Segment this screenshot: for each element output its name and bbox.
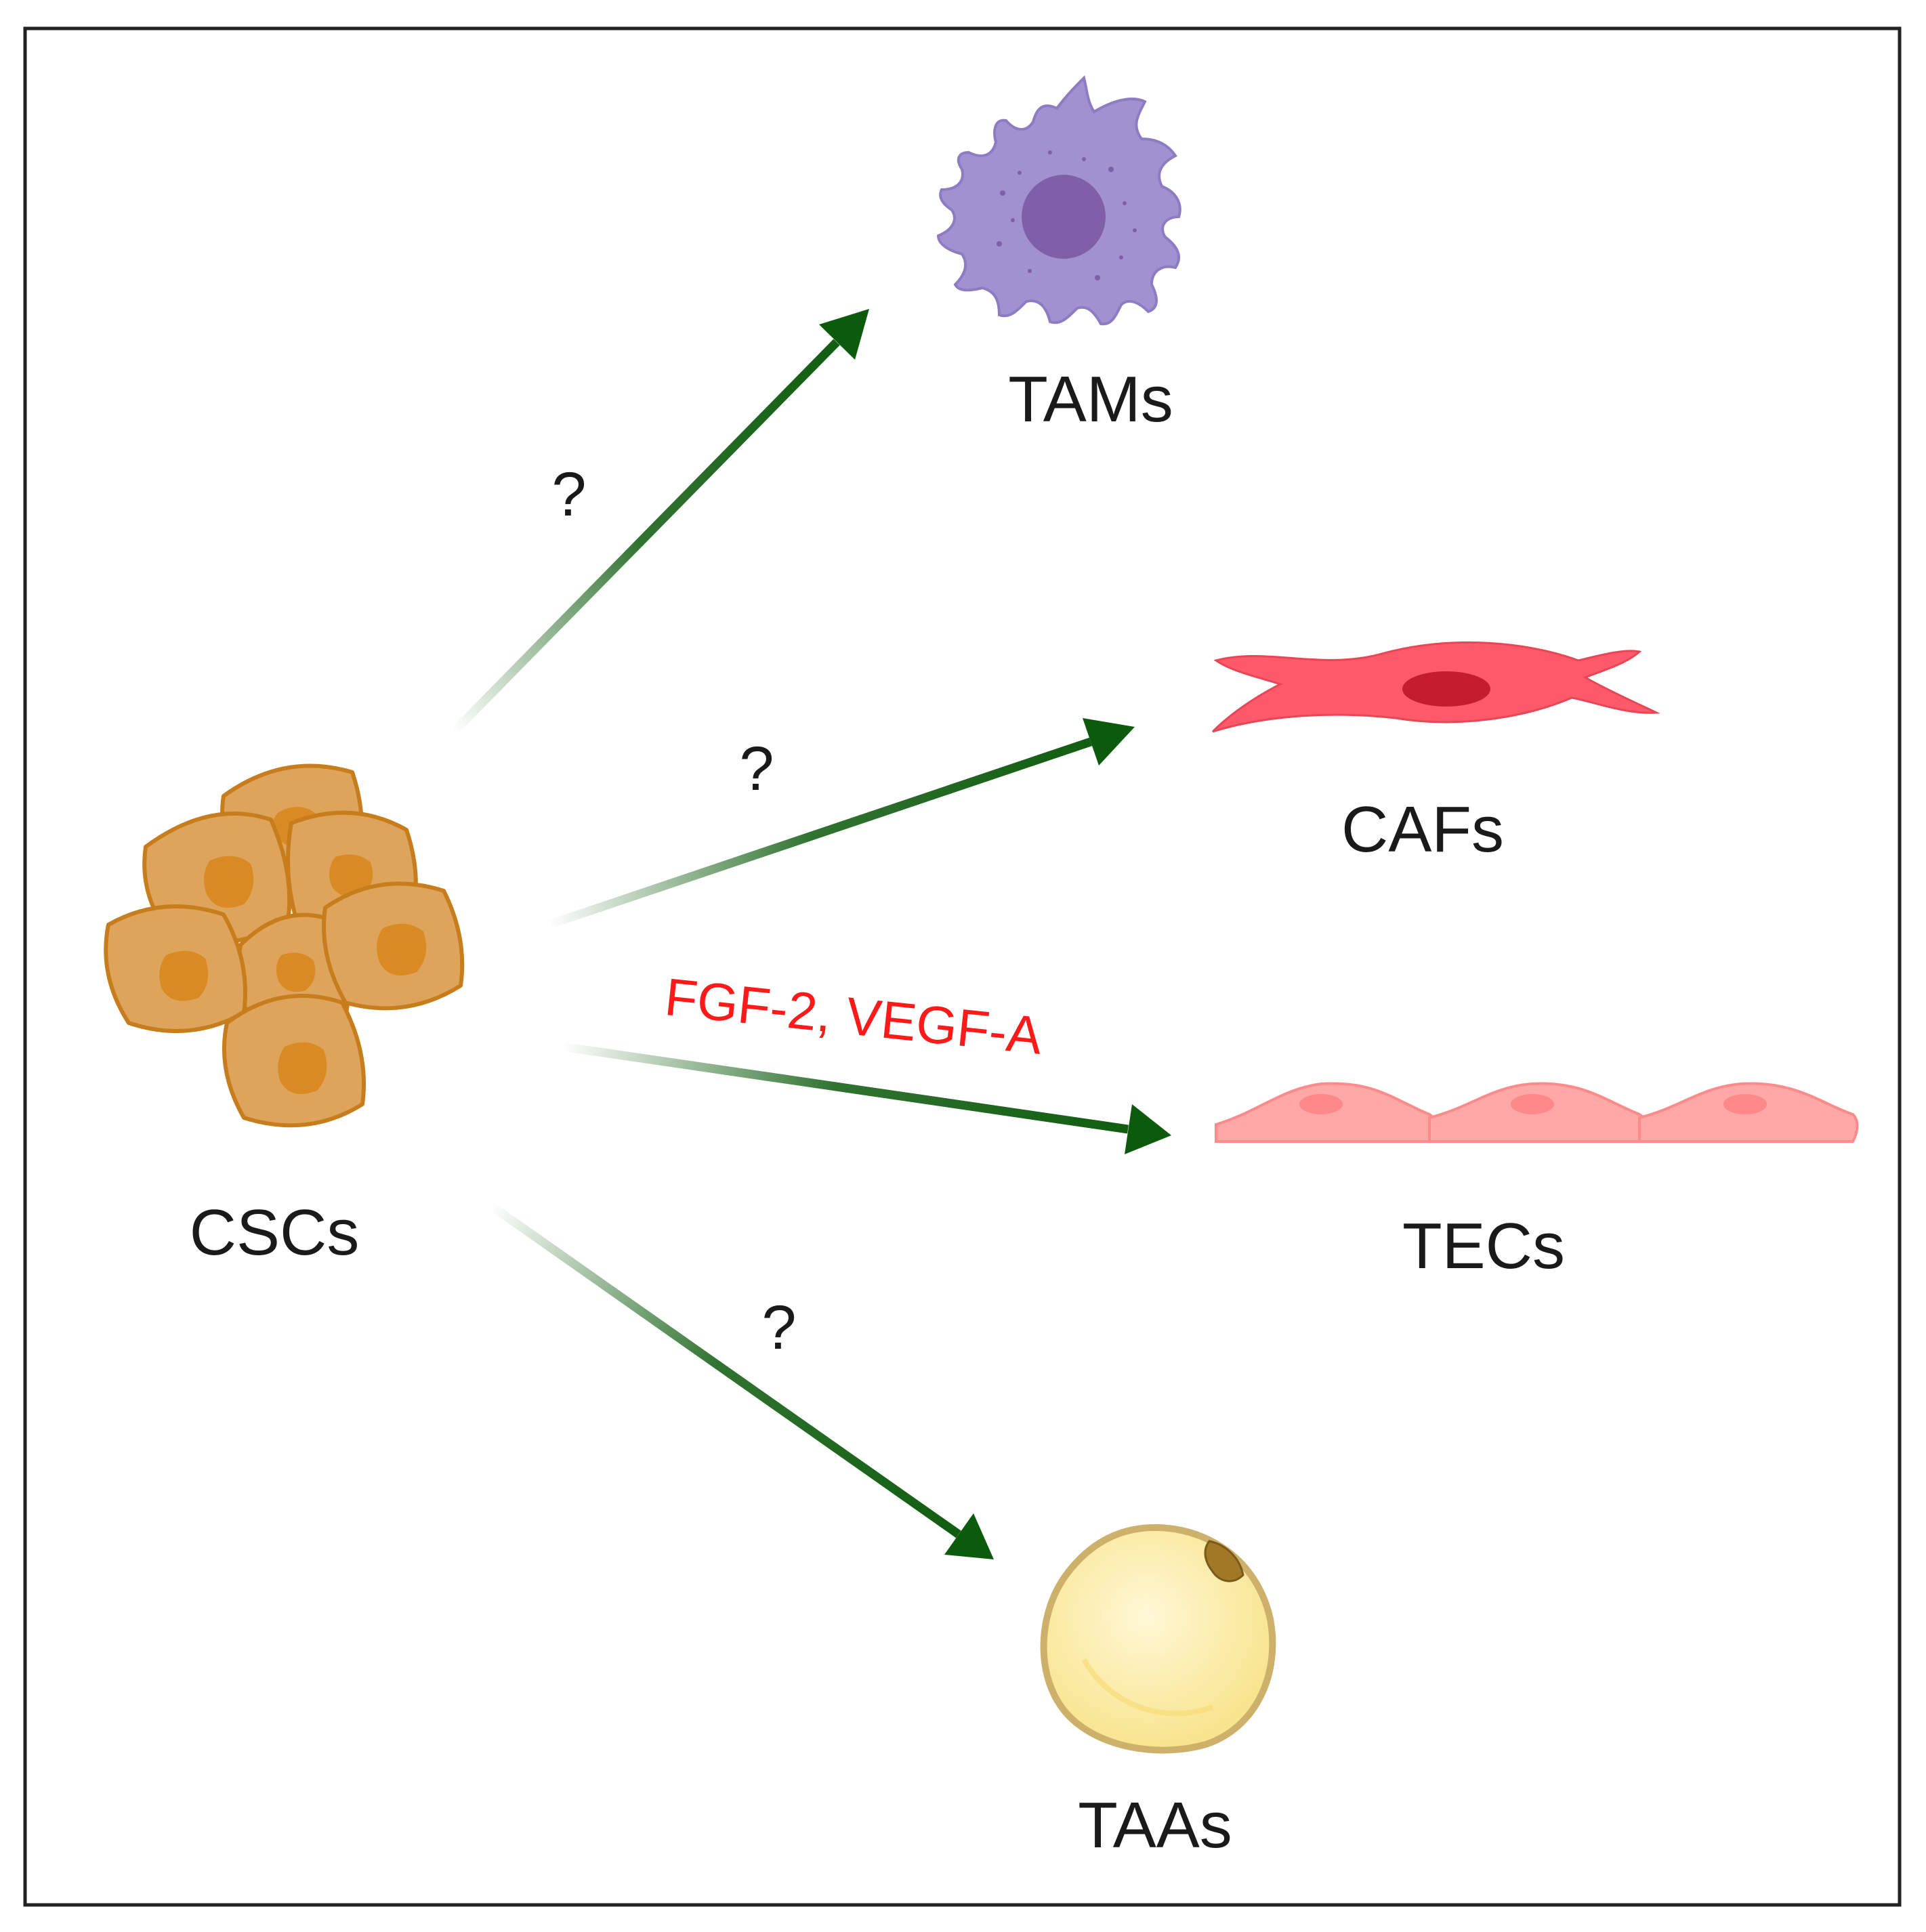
arrowhead-tec bbox=[1125, 1104, 1171, 1154]
macrophage-nucleus bbox=[1022, 175, 1106, 259]
question-mark-taa: ? bbox=[761, 1293, 797, 1362]
fibroblast-icon bbox=[1211, 641, 1660, 733]
cancer-stem-cell-cluster-icon bbox=[104, 763, 465, 1128]
endothelial-cells-icon bbox=[1215, 1082, 1859, 1143]
arrowhead-tam bbox=[819, 309, 869, 360]
adipocyte-nucleus bbox=[1204, 1540, 1244, 1582]
adipocyte-icon bbox=[1040, 1524, 1276, 1754]
label-cscs: CSCs bbox=[189, 1196, 360, 1269]
label-taas: TAAs bbox=[1078, 1789, 1232, 1862]
csc-cell-nucleus bbox=[278, 1042, 327, 1094]
csc-cell-nucleus bbox=[329, 854, 373, 898]
endothelial-nucleus bbox=[1511, 1094, 1554, 1114]
macrophage-icon bbox=[936, 75, 1181, 326]
csc-cell-nucleus bbox=[204, 856, 254, 908]
csc-cell-nucleus bbox=[276, 952, 316, 992]
arrow-to-taa bbox=[488, 1202, 994, 1559]
arrowhead-taa bbox=[944, 1513, 994, 1559]
label-cafs: CAFs bbox=[1341, 793, 1504, 866]
endothelial-nucleus bbox=[1723, 1094, 1767, 1114]
fibroblast-nucleus bbox=[1402, 671, 1490, 707]
endothelial-nucleus bbox=[1299, 1094, 1343, 1114]
csc-cell-nucleus bbox=[377, 923, 427, 975]
arrowhead-caf bbox=[1083, 718, 1135, 765]
arrow-to-caf bbox=[547, 718, 1135, 929]
adipocyte-body bbox=[1040, 1524, 1276, 1754]
macrophage-granules bbox=[997, 150, 1137, 280]
question-mark-caf: ? bbox=[739, 734, 774, 803]
question-mark-tam: ? bbox=[551, 460, 587, 529]
label-tecs: TECs bbox=[1402, 1210, 1565, 1282]
arrow-to-tam bbox=[451, 309, 869, 735]
arrow-to-tec bbox=[562, 1042, 1171, 1154]
csc-cell-nucleus bbox=[159, 950, 209, 1001]
label-tams: TAMs bbox=[1008, 363, 1173, 436]
adipocyte-highlight bbox=[1081, 1658, 1214, 1717]
